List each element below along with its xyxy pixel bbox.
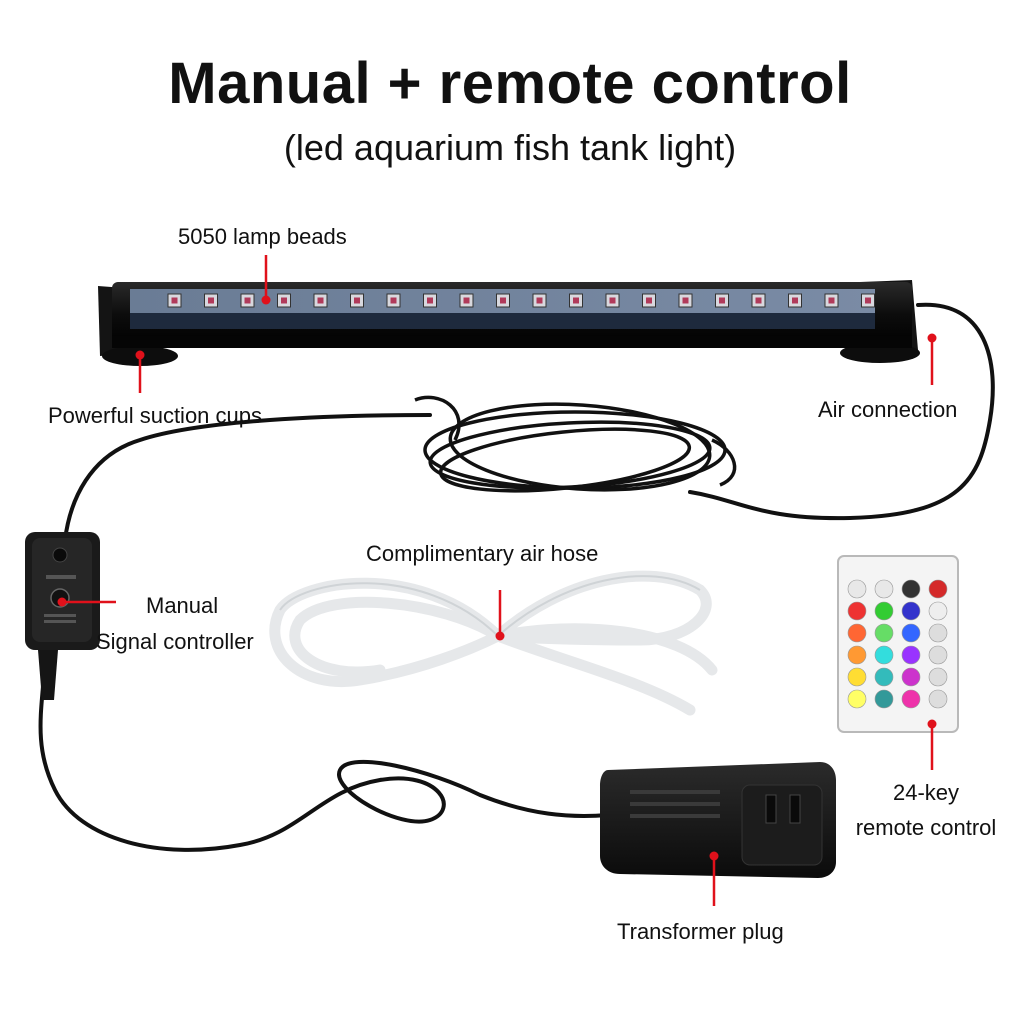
page-title: Manual + remote control xyxy=(168,51,852,116)
page-subtitle: (led aquarium fish tank light) xyxy=(283,127,737,168)
label-manual: Manual xyxy=(146,593,219,618)
air-hose-shade xyxy=(279,575,701,637)
remote-key xyxy=(928,689,948,709)
remote-key xyxy=(901,623,921,643)
remote-keys xyxy=(847,579,948,709)
remote-key xyxy=(901,601,921,621)
label-lamp-beads: 5050 lamp beads xyxy=(178,224,347,249)
remote-key xyxy=(847,689,867,709)
remote-key xyxy=(928,667,948,687)
air-hose xyxy=(269,570,718,716)
remote-key xyxy=(928,645,948,665)
remote-key xyxy=(928,579,948,599)
label-air-hose: Complimentary air hose xyxy=(366,541,599,566)
remote-key xyxy=(901,579,921,599)
led-light-bar xyxy=(98,280,920,366)
callout-lines xyxy=(57,255,937,906)
remote-key xyxy=(847,645,867,665)
remote-key xyxy=(901,689,921,709)
remote-key xyxy=(874,601,894,621)
label-transformer-plug: Transformer plug xyxy=(617,919,784,944)
label-air-connection: Air connection xyxy=(818,397,958,422)
lamp-beads xyxy=(167,293,875,308)
remote-key xyxy=(874,579,894,599)
remote-key xyxy=(874,667,894,687)
remote-key xyxy=(847,601,867,621)
remote-key xyxy=(874,623,894,643)
remote-key xyxy=(874,689,894,709)
coiled-cable xyxy=(414,395,737,493)
label-signal-controller: Signal controller xyxy=(96,629,254,654)
remote-key xyxy=(847,667,867,687)
label-24-key: 24-key xyxy=(892,780,960,805)
remote-key xyxy=(847,579,867,599)
remote-control xyxy=(837,555,959,733)
label-suction-cups: Powerful suction cups xyxy=(48,403,262,428)
remote-key xyxy=(928,623,948,643)
remote-key xyxy=(901,645,921,665)
remote-key xyxy=(874,645,894,665)
remote-key xyxy=(847,623,867,643)
manual-switch-controller xyxy=(25,532,100,700)
transformer-plug xyxy=(600,762,836,878)
power-cable xyxy=(38,302,995,852)
remote-key xyxy=(901,667,921,687)
remote-key xyxy=(928,601,948,621)
label-remote-control: remote control xyxy=(855,815,997,840)
